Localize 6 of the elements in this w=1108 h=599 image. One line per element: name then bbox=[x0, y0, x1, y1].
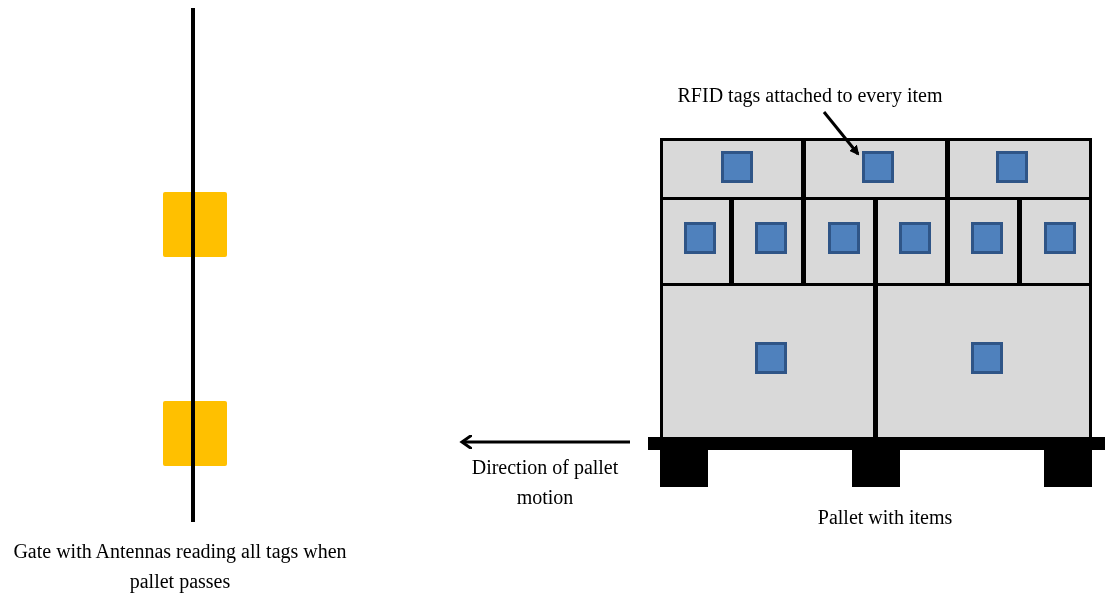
leader-arrow bbox=[822, 111, 860, 156]
gate-label: Gate with Antennas reading all tags when pallet passes bbox=[12, 539, 348, 595]
direction-label: Direction of pallet motion bbox=[470, 455, 620, 510]
pallet-label: Pallet with items bbox=[816, 505, 954, 530]
rfid-tag-icon bbox=[862, 151, 894, 183]
callout-text: RFID tags attached to every item bbox=[600, 80, 1020, 110]
